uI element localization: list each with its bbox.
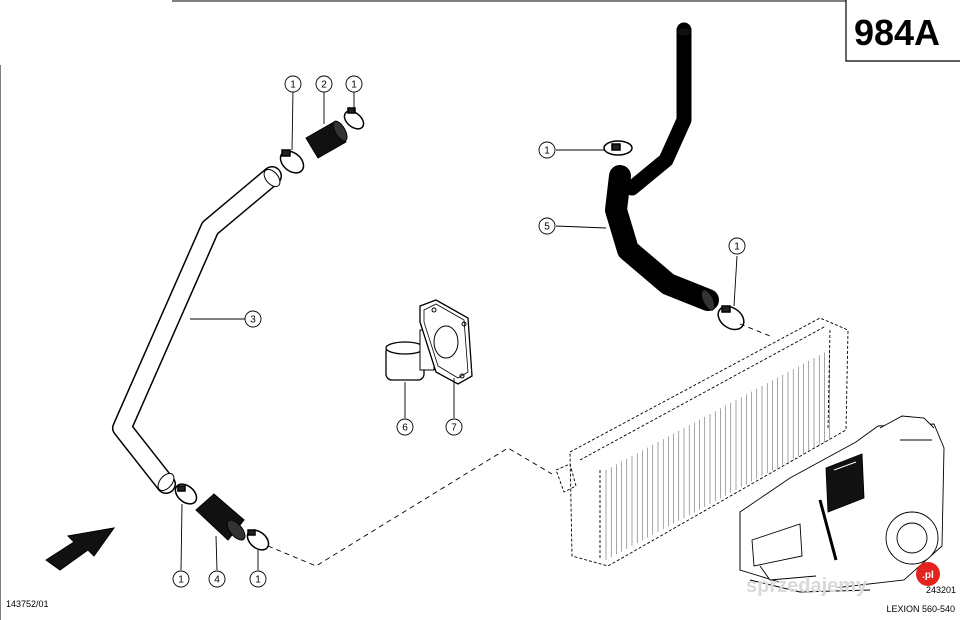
callout-c1d: 1 xyxy=(249,570,267,588)
clamp-top-right xyxy=(343,107,365,130)
clamp-top-left xyxy=(279,149,305,174)
watermark: sprzedajemy .pl xyxy=(746,562,940,597)
inset-ref: 243201 xyxy=(926,585,956,595)
callout-label: 1 xyxy=(544,146,550,157)
callout-circle xyxy=(728,237,746,255)
leader-lines xyxy=(180,89,738,571)
watermark-text: sprzedajemy xyxy=(746,575,868,597)
callout-c6: 6 xyxy=(396,418,414,436)
callout-circle xyxy=(315,75,333,93)
hose-5 xyxy=(605,22,719,311)
hose-clamps xyxy=(174,107,745,551)
callout-label: 2 xyxy=(321,80,327,91)
callout-label: 4 xyxy=(214,575,220,586)
frame xyxy=(0,0,846,620)
callout-c2: 2 xyxy=(315,75,333,93)
radiator-core xyxy=(605,349,830,560)
callout-circle xyxy=(208,570,226,588)
callout-c1a: 1 xyxy=(284,75,302,93)
watermark-badge: .pl xyxy=(922,570,934,581)
callout-circle xyxy=(249,570,267,588)
callout-label: 1 xyxy=(178,575,184,586)
callout-c1b: 1 xyxy=(345,75,363,93)
callout-circle xyxy=(538,217,556,235)
callout-circle xyxy=(396,418,414,436)
gasket-7 xyxy=(419,299,473,385)
callout-label: 6 xyxy=(402,423,408,434)
callout-c1c: 1 xyxy=(172,570,190,588)
watermark-badge-icon xyxy=(916,562,940,586)
clamp-right-bottom xyxy=(717,305,745,331)
clamp-bottom-left xyxy=(174,483,198,505)
callout-circle xyxy=(345,75,363,93)
drawing-ref: 143752/01 xyxy=(6,599,49,609)
harvester-inset xyxy=(739,415,945,593)
radiator xyxy=(555,317,849,567)
clamp-right-top xyxy=(603,140,633,156)
callout-label: 5 xyxy=(544,222,550,233)
callout-label: 7 xyxy=(451,423,457,434)
callout-circle xyxy=(445,418,463,436)
hose-2 xyxy=(305,120,348,159)
hose-3 xyxy=(112,166,282,494)
connection-lines xyxy=(267,323,771,567)
callout-label: 1 xyxy=(351,80,357,91)
callout-c1f: 1 xyxy=(728,237,746,255)
callout-c5: 5 xyxy=(538,217,556,235)
hose-4 xyxy=(195,493,246,541)
callout-label: 1 xyxy=(734,242,740,253)
callout-c3: 3 xyxy=(244,310,262,328)
callout-circle xyxy=(172,570,190,588)
callout-c4: 4 xyxy=(208,570,226,588)
callout-label: 1 xyxy=(255,575,261,586)
clamp-bottom-right xyxy=(246,529,270,551)
callout-c7: 7 xyxy=(445,418,463,436)
callout-c1e: 1 xyxy=(538,141,556,159)
callout-label: 1 xyxy=(290,80,296,91)
page-number-box: 984A xyxy=(845,0,960,62)
flow-arrow-icon xyxy=(45,527,116,571)
callout-circle xyxy=(284,75,302,93)
callouts: 1 2 1 3 1 4 1 6 7 1 5 1 xyxy=(172,75,746,588)
page-number: 984A xyxy=(854,12,940,53)
callout-circle xyxy=(538,141,556,159)
callout-circle xyxy=(244,310,262,328)
callout-label: 3 xyxy=(250,315,256,326)
model-label: LEXION 560-540 xyxy=(886,604,955,614)
